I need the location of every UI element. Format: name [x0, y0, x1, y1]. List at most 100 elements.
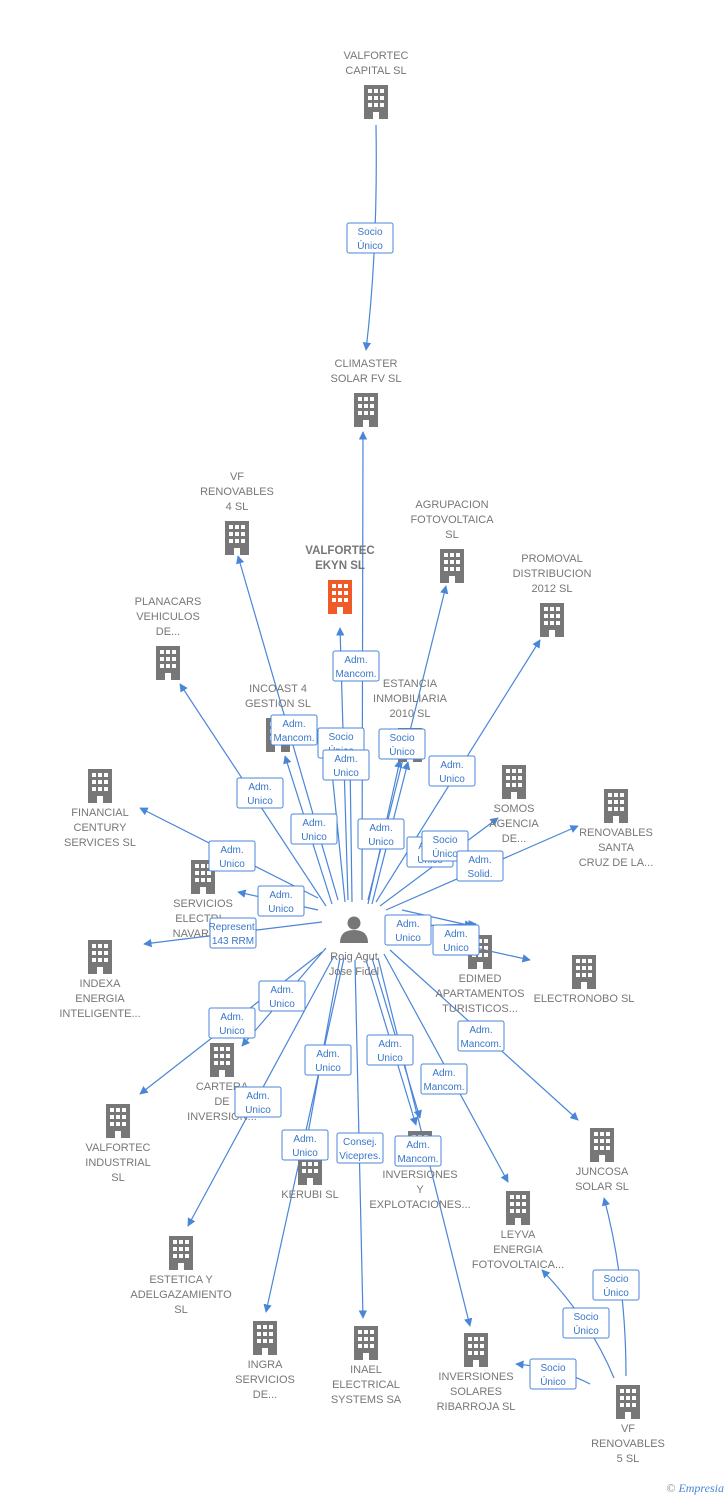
company-node-somos[interactable]: SOMOSAGENCIADE...	[489, 765, 539, 845]
relation-label[interactable]: Represent.143 RRM	[209, 917, 258, 949]
footer-credit[interactable]: © Empresia	[666, 1481, 724, 1496]
relation-label[interactable]: Adm.Unico	[236, 777, 284, 809]
relation-label[interactable]: Adm.Unico	[257, 885, 305, 917]
company-name-line: PROMOVAL	[521, 553, 583, 565]
company-node-leyva[interactable]: LEYVAENERGIAFOTOVOLTAICA...	[472, 1191, 564, 1271]
relation-label[interactable]: Adm.Mancom.	[270, 714, 318, 746]
company-name-line: DE	[214, 1096, 229, 1108]
relation-label[interactable]: Adm.Unico	[234, 1086, 282, 1118]
relation-label-text: Adm.	[293, 1134, 316, 1145]
relation-label-text: Unico	[315, 1063, 341, 1074]
relation-edge	[401, 909, 473, 929]
company-node-kerubi[interactable]: KERUBI SL	[281, 1151, 339, 1201]
building-icon	[440, 549, 464, 583]
company-name-line: ELECTRICAL	[332, 1379, 400, 1391]
relation-label[interactable]: Adm.Solid.	[456, 850, 504, 882]
company-node-electronobo[interactable]: ELECTRONOBO SL	[534, 955, 635, 1005]
building-icon	[540, 603, 564, 637]
company-node-inversiones-explot[interactable]: INVERSIONESYEXPLOTACIONES...	[369, 1131, 471, 1211]
relation-label[interactable]: Adm.Unico	[290, 813, 338, 845]
company-node-planacars[interactable]: PLANACARSVEHICULOSDE...	[135, 596, 202, 680]
company-name-line: RENOVABLES	[591, 1438, 665, 1450]
building-icon	[604, 789, 628, 823]
relation-label[interactable]: Adm.Unico	[432, 924, 480, 956]
relation-label-text: Unico	[219, 859, 245, 870]
company-node-edimed[interactable]: EDIMEDAPARTAMENTOSTURISTICOS...	[435, 935, 525, 1015]
relation-label[interactable]: Consej.Vicepres.	[336, 1132, 384, 1164]
building-icon	[253, 1321, 277, 1355]
relation-label-text: Unico	[269, 999, 295, 1010]
relation-label[interactable]: Adm.Unico	[281, 1129, 329, 1161]
relation-label-text: Adm.	[282, 719, 305, 730]
company-name-line: INVERSIONES	[382, 1169, 457, 1181]
building-icon	[354, 393, 378, 427]
company-name-line: ESTETICA Y	[149, 1274, 213, 1286]
relation-label[interactable]: Adm.Mancom.	[394, 1135, 442, 1167]
relation-label-text: Unico	[245, 1105, 271, 1116]
relation-label[interactable]: Adm.Unico	[366, 1034, 414, 1066]
relation-label[interactable]: Adm.Mancom.	[457, 1020, 505, 1052]
company-name-line: VALFORTEC	[344, 50, 409, 62]
company-name-line: CLIMASTER	[335, 358, 398, 370]
relation-label[interactable]: Adm.Unico	[357, 818, 405, 850]
person-icon-head	[347, 916, 361, 930]
relation-label-text: 143 RRM	[212, 936, 254, 947]
company-name-line: SANTA	[598, 842, 635, 854]
building-icon	[506, 1191, 530, 1225]
relation-label[interactable]: Adm.Unico	[384, 914, 432, 946]
relation-label[interactable]: Adm.Unico	[208, 840, 256, 872]
company-name-line: TURISTICOS...	[442, 1003, 518, 1015]
brand-logo: Empresia	[678, 1481, 724, 1495]
relation-label[interactable]: Adm.Unico	[208, 1007, 256, 1039]
relation-label-text: Socio	[389, 733, 414, 744]
company-name-line: INMOBILIARIA	[373, 693, 448, 705]
relation-label-text: Mancom.	[335, 669, 376, 680]
company-name-line: INGRA	[248, 1359, 284, 1371]
relation-label[interactable]: Adm.Unico	[428, 755, 476, 787]
company-node-indexa[interactable]: INDEXAENERGIAINTELIGENTE...	[59, 940, 141, 1020]
building-icon	[464, 1333, 488, 1367]
relation-label-text: Adm.	[440, 760, 463, 771]
company-name-line: INTELIGENTE...	[59, 1008, 140, 1020]
relation-label[interactable]: Adm.Unico	[304, 1044, 352, 1076]
company-name-line: INCOAST 4	[249, 683, 307, 695]
relation-label[interactable]: Adm.Unico	[322, 749, 370, 781]
company-name-line: VALFORTEC	[86, 1142, 151, 1154]
company-node-ingra[interactable]: INGRASERVICIOSDE...	[235, 1321, 295, 1401]
relation-label[interactable]: Adm.Mancom.	[420, 1063, 468, 1095]
company-node-inael[interactable]: INAEL ELECTRICAL SYSTEMS SA	[331, 1326, 402, 1406]
company-name-line: INAEL	[350, 1364, 382, 1376]
relation-label[interactable]: Adm.Mancom.	[332, 650, 380, 682]
company-name-line: 5 SL	[617, 1453, 640, 1465]
company-name-line: ESTANCIA	[383, 678, 438, 690]
company-name-line: SL	[445, 529, 458, 541]
relation-label[interactable]: Adm.Unico	[258, 980, 306, 1012]
relation-label-text: Único	[573, 1324, 599, 1337]
company-name-line: SOMOS	[494, 803, 535, 815]
company-node-estancia[interactable]: ESTANCIA INMOBILIARIA 2010 SL	[373, 678, 448, 762]
company-name-line: 2010 SL	[390, 708, 431, 720]
company-name-line: SYSTEMS SA	[331, 1394, 402, 1406]
